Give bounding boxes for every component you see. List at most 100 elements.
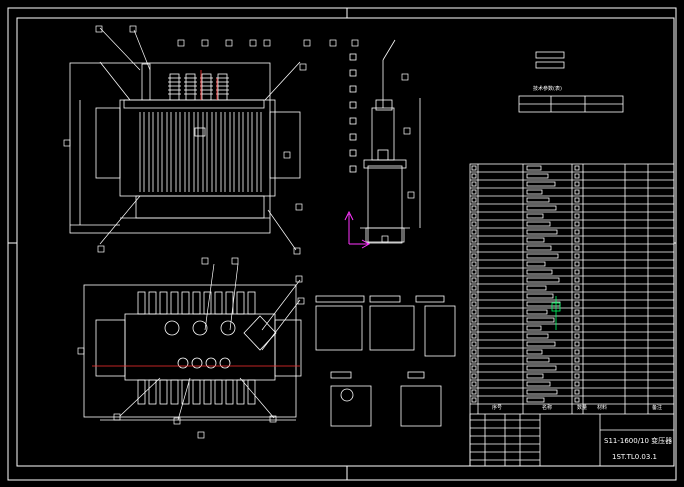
row-name-box — [526, 333, 549, 339]
row-qty-box — [574, 373, 580, 379]
row-name-box — [526, 341, 556, 347]
row-index-box — [471, 357, 477, 363]
ucs-axis-icon — [344, 210, 371, 249]
row-index-box — [471, 389, 477, 395]
row-name-box — [526, 253, 559, 259]
row-name-box — [526, 213, 544, 219]
row-name-box — [526, 373, 544, 379]
fin-bottom — [214, 379, 223, 405]
col-header-index: 序号 — [492, 405, 503, 411]
lifting-line — [99, 61, 131, 101]
row-index-box — [471, 309, 477, 315]
title-frame — [469, 413, 675, 467]
row-qty-box — [574, 253, 580, 259]
fin-top — [236, 291, 245, 315]
row-name-box — [526, 357, 550, 363]
row-qty-box — [574, 165, 580, 171]
leader-line — [261, 299, 301, 351]
callout-label — [231, 257, 239, 265]
row-qty-box — [574, 357, 580, 363]
side-label-box — [349, 101, 357, 109]
fin-bottom — [247, 379, 256, 405]
row-name-box — [526, 221, 551, 227]
fin-bottom — [159, 379, 168, 405]
transformer-top-view — [83, 284, 302, 421]
fin-top — [181, 291, 190, 315]
callout-label — [293, 247, 301, 255]
detail-d — [330, 385, 372, 427]
bushing — [217, 73, 228, 101]
row-name-box — [526, 365, 557, 371]
bushing — [185, 73, 196, 101]
fin-top — [247, 291, 256, 315]
row-name-box — [526, 245, 552, 251]
row-name-box — [526, 397, 545, 403]
fin-bottom — [181, 379, 190, 405]
row-name-box — [526, 205, 557, 211]
callout-label — [351, 39, 359, 47]
row-qty-box — [574, 285, 580, 291]
side-bushing-base — [375, 99, 393, 111]
fin-top — [214, 291, 223, 315]
row-qty-box — [574, 293, 580, 299]
row-qty-box — [574, 269, 580, 275]
fin-top — [170, 291, 179, 315]
row-index-box — [471, 293, 477, 299]
fin-bottom — [203, 379, 212, 405]
title-block — [469, 413, 675, 467]
row-index-box — [471, 213, 477, 219]
leader-line — [239, 377, 275, 419]
row-qty-box — [574, 229, 580, 235]
row-qty-box — [574, 389, 580, 395]
callout-label — [95, 25, 103, 33]
valve-diamond — [243, 315, 277, 351]
detail-title-box — [369, 295, 401, 303]
callout-label — [381, 235, 389, 243]
fin-top — [225, 291, 234, 315]
detail-title-box — [415, 295, 445, 303]
params-table-header: 技术参数(表) — [533, 86, 562, 92]
leader-line — [261, 279, 301, 331]
col-header-name: 名称 — [542, 405, 553, 411]
callout-label — [225, 39, 233, 47]
row-index-box — [471, 397, 477, 403]
side-label-box — [349, 53, 357, 61]
nameplate — [194, 127, 206, 137]
top-rad-right — [274, 319, 302, 377]
tank-base — [135, 195, 265, 219]
row-name-box — [526, 189, 543, 195]
tank-cover — [123, 99, 265, 109]
fin-top — [159, 291, 168, 315]
row-qty-box — [574, 277, 580, 283]
row-index-box — [471, 365, 477, 371]
row-name-box — [526, 197, 550, 203]
row-index-box — [471, 205, 477, 211]
lv-bushing — [205, 357, 217, 369]
row-index-box — [471, 237, 477, 243]
transformer-front-view — [69, 61, 301, 234]
row-index-box — [471, 341, 477, 347]
row-name-box — [526, 317, 555, 323]
detail-views — [315, 295, 456, 427]
row-qty-box — [574, 309, 580, 315]
fin-bottom — [225, 379, 234, 405]
callout-label — [113, 413, 121, 421]
row-qty-box — [574, 333, 580, 339]
row-name-box — [526, 181, 556, 187]
row-index-box — [471, 277, 477, 283]
param-label-box — [535, 51, 565, 59]
callout-label — [401, 73, 409, 81]
bushing — [201, 73, 212, 101]
hv-bushing — [192, 320, 208, 336]
row-qty-box — [574, 213, 580, 219]
callout-label — [263, 39, 271, 47]
drawing-number: 1ST.TL0.03.1 — [612, 453, 658, 461]
detail-b — [369, 305, 415, 351]
row-name-box — [526, 237, 545, 243]
callout-label — [201, 257, 209, 265]
row-index-box — [471, 245, 477, 251]
row-index-box — [471, 349, 477, 355]
radiator-right — [269, 111, 301, 179]
top-rad-left — [95, 319, 126, 377]
